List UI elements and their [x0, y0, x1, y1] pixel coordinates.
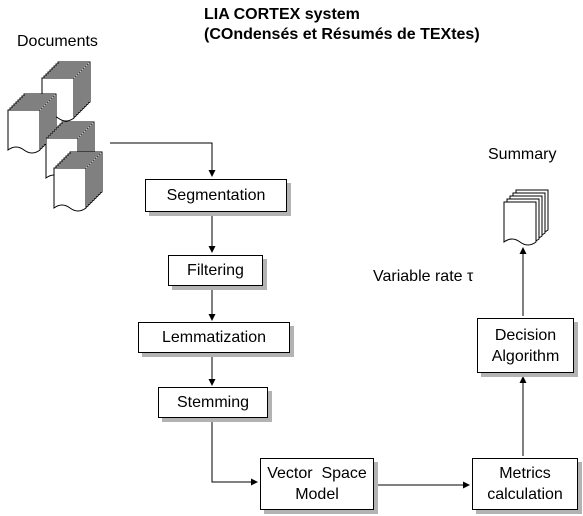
- filtering-label: Filtering: [187, 262, 244, 279]
- title-line-2: (COndensés et Résumés de TEXtes): [204, 26, 480, 43]
- documents-stack-icon: [8, 62, 102, 211]
- decision-algorithm-box: Decision Algorithm: [477, 318, 574, 373]
- documents-label: Documents: [17, 33, 98, 50]
- stemming-label: Stemming: [176, 394, 250, 411]
- stemming-box: Stemming: [158, 387, 268, 418]
- title-line-1: LIA CORTEX system: [204, 6, 360, 23]
- docs-to-segmentation-arrow: [110, 142, 216, 177]
- segmentation-box: Segmentation: [145, 179, 287, 212]
- metrics-label-line-1: Metrics: [499, 465, 551, 482]
- metrics-calculation-box: Metrics calculation: [472, 458, 578, 510]
- summary-label: Summary: [488, 146, 557, 163]
- vector-space-model-box: Vector Space Model: [260, 458, 374, 510]
- variable-rate-label: Variable rate τ: [373, 268, 474, 285]
- metrics-label-line-2: calculation: [487, 486, 563, 503]
- decision-label-line-1: Decision: [494, 326, 557, 344]
- vsm-label-line-1: Vector Space: [267, 465, 367, 482]
- segmentation-label: Segmentation: [166, 187, 266, 204]
- summary-stack-icon: [503, 189, 549, 246]
- diagram-title: LIA CORTEX system (COndensés et Résumés …: [204, 5, 480, 45]
- stemming-to-vsm-arrow: [211, 418, 258, 486]
- decision-label-line-2: Algorithm: [491, 347, 560, 365]
- lemmatization-box: Lemmatization: [138, 322, 290, 353]
- connectors: [110, 142, 527, 489]
- vsm-label-line-2: Model: [295, 486, 339, 503]
- lemmatization-label: Lemmatization: [161, 329, 267, 346]
- filtering-box: Filtering: [168, 255, 263, 286]
